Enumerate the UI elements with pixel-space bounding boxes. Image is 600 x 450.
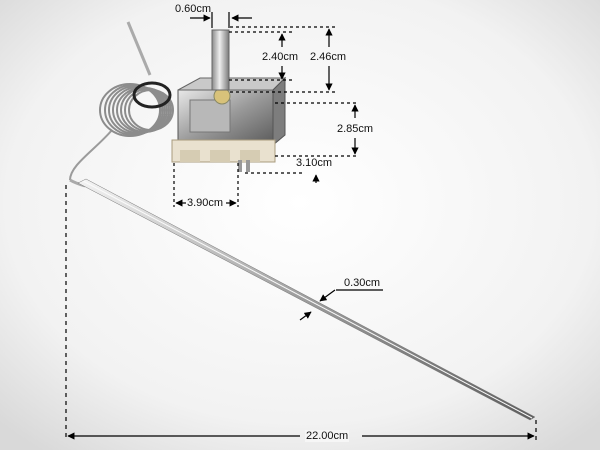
dimension-lines	[65, 12, 537, 440]
body-width-label: 3.90cm	[187, 197, 224, 209]
body-height-label: 2.85cm	[337, 123, 374, 135]
body-depth-label: 3.10cm	[296, 157, 333, 169]
probe-diameter-label: 0.30cm	[344, 277, 381, 289]
thermostat-body	[177, 76, 287, 147]
ceramic-terminal-block	[171, 139, 276, 172]
total-length-label: 22.00cm	[305, 430, 350, 442]
capillary-tube	[69, 129, 113, 181]
shaft-height-inner-label: 2.40cm	[262, 51, 299, 63]
shaft-diameter-label: 0.60cm	[175, 3, 212, 15]
sensor-probe	[69, 178, 536, 421]
capillary-lead	[126, 21, 152, 76]
capillary-coil	[99, 83, 174, 137]
control-shaft	[211, 29, 230, 91]
shaft-height-outer-label: 2.46cm	[310, 51, 347, 63]
rubber-grommet	[132, 81, 172, 109]
